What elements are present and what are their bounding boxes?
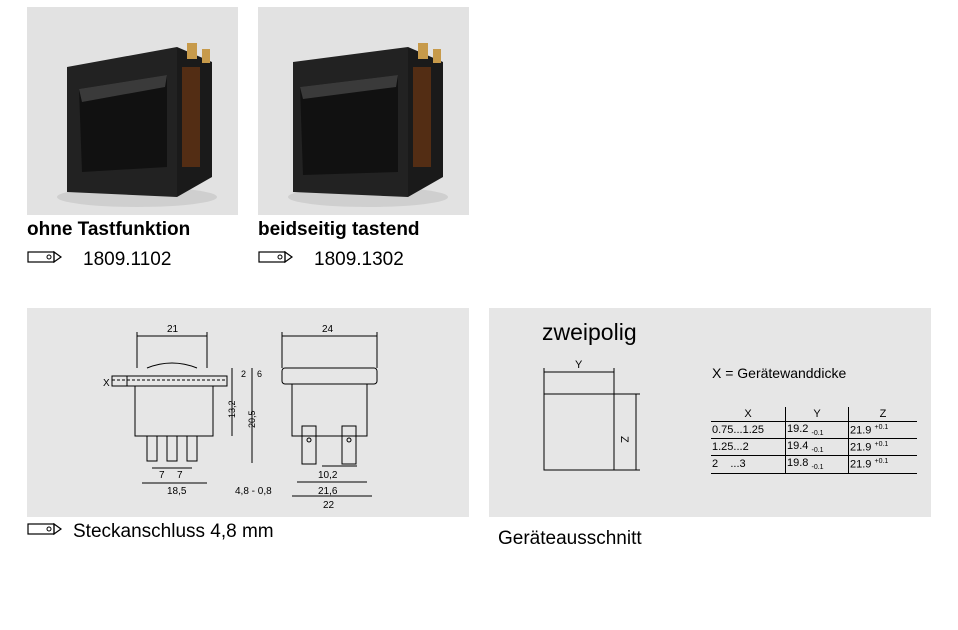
dim-4-8: 4,8 - 0,8 <box>235 486 272 497</box>
product-code: 1809.1302 <box>314 249 404 270</box>
dim-24: 24 <box>322 324 334 335</box>
cell-y: 19.2 -0.1 <box>785 421 849 440</box>
dim-6: 6 <box>257 369 262 379</box>
dimension-drawing-panel: 21 X 2 6 13,2 20,5 7 7 18,5 24 4,8 - 0,8 <box>27 308 469 517</box>
cell-x: 1.25...2 <box>711 438 786 457</box>
cell-y: 19.4 -0.1 <box>785 438 849 457</box>
product-caption-2: beidseitig tastend <box>258 219 420 240</box>
table-row: 0.75...1.25 19.2 -0.1 21.9 +0.1 <box>711 421 917 440</box>
cell-z: 21.9 +0.1 <box>848 421 917 440</box>
cutout-table: X Y Z 0.75...1.25 19.2 -0.1 21.9 +0.1 1.… <box>711 407 917 474</box>
table-header-row: X Y Z <box>711 407 917 422</box>
dim-x: X <box>103 378 110 389</box>
rocker-switch-image <box>27 7 238 215</box>
cutout-title: zweipolig <box>542 319 637 345</box>
cell-z: 21.9 +0.1 <box>848 455 917 474</box>
rocker-switch-image <box>258 7 469 215</box>
plug-connector-icon <box>27 521 63 543</box>
cutout-y-label: Y <box>575 359 583 371</box>
dim-7a: 7 <box>159 470 165 481</box>
dimension-drawing: 21 X 2 6 13,2 20,5 7 7 18,5 24 4,8 - 0,8 <box>103 324 378 511</box>
drawing-caption: Steckanschluss 4,8 mm <box>73 521 274 542</box>
plug-connector-icon <box>258 249 294 271</box>
cutout-panel: zweipolig Y Z X = Gerätewanddicke X Y Z … <box>489 308 931 517</box>
dim-10-2: 10,2 <box>318 470 338 481</box>
cell-x: 0.75...1.25 <box>711 421 786 440</box>
product-code-row-1: 1809.1102 <box>27 249 171 271</box>
table-header-z: Z <box>848 407 917 422</box>
table-header-x: X <box>711 407 786 422</box>
dim-21-6: 21,6 <box>318 486 338 497</box>
table-row: 1.25...2 19.4 -0.1 21.9 +0.1 <box>711 438 917 457</box>
dim-22: 22 <box>323 500 335 511</box>
table-row: 2 ...3 19.8 -0.1 21.9 +0.1 <box>711 455 917 474</box>
cutout-z-label: Z <box>618 436 630 443</box>
product-photo-1302 <box>258 7 469 215</box>
product-caption-1: ohne Tastfunktion <box>27 219 191 240</box>
cutout-diagram: Y Z <box>543 359 640 471</box>
dim-7b: 7 <box>177 470 183 481</box>
cutout-caption: Geräteausschnitt <box>498 528 642 549</box>
table-header-y: Y <box>785 407 849 422</box>
product-code: 1809.1102 <box>83 249 172 270</box>
cell-y: 19.8 -0.1 <box>785 455 849 474</box>
product-photo-1102 <box>27 7 238 215</box>
cell-x: 2 ...3 <box>711 455 786 474</box>
cell-z: 21.9 +0.1 <box>848 438 917 457</box>
plug-connector-icon <box>27 249 63 271</box>
dim-21: 21 <box>167 324 179 335</box>
drawing-caption-row: Steckanschluss 4,8 mm <box>27 521 274 543</box>
dim-20-5: 20,5 <box>247 410 257 428</box>
dim-2: 2 <box>241 369 246 379</box>
dim-13-2: 13,2 <box>227 400 237 418</box>
dim-18-5: 18,5 <box>167 486 187 497</box>
cutout-legend: X = Gerätewanddicke <box>712 365 847 381</box>
product-code-row-2: 1809.1302 <box>258 249 404 271</box>
